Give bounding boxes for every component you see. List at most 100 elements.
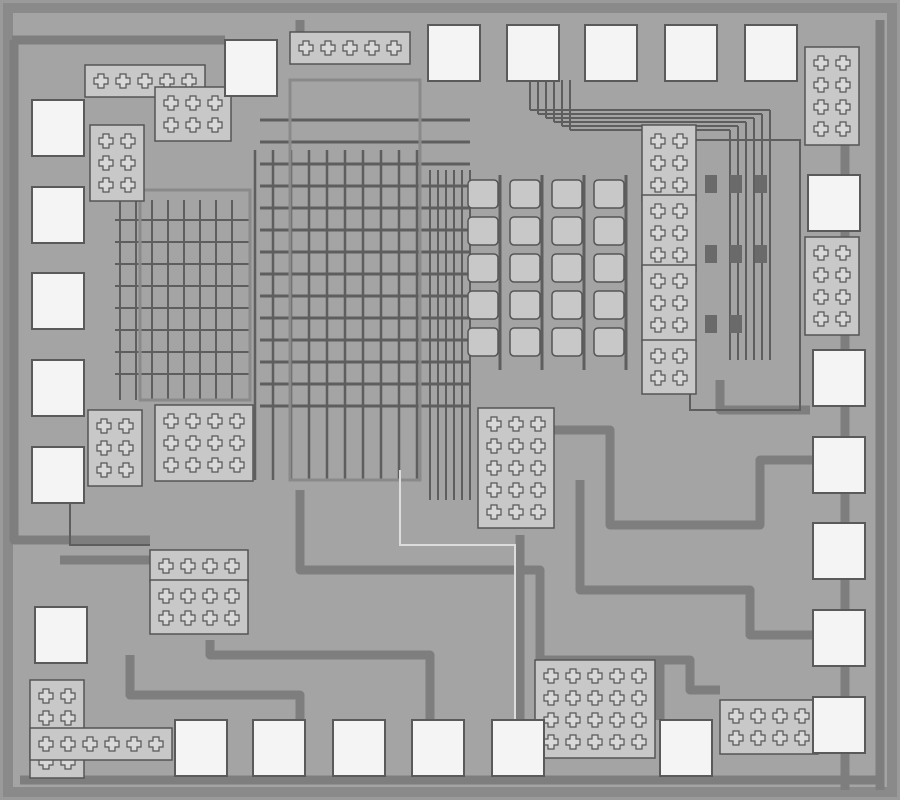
- cross-cell: [320, 40, 336, 56]
- cross-cell: [794, 730, 810, 746]
- cross-cell: [486, 504, 502, 520]
- cross-cell: [813, 245, 829, 261]
- cross-cell: [672, 203, 688, 219]
- transistor-cell: [509, 290, 541, 320]
- cross-cell: [202, 588, 218, 604]
- cross-cell: [180, 588, 196, 604]
- cell-block: [154, 86, 232, 142]
- transistor-cell: [467, 253, 499, 283]
- cross-cell: [813, 99, 829, 115]
- cross-cell: [486, 416, 502, 432]
- transistor-cell: [593, 253, 625, 283]
- cross-cell: [224, 558, 240, 574]
- bond-pad: [34, 606, 88, 664]
- cross-cell: [609, 690, 625, 706]
- device: [705, 315, 717, 333]
- cross-cell: [728, 708, 744, 724]
- cross-cell: [835, 99, 851, 115]
- device: [705, 175, 717, 193]
- cross-cell: [587, 712, 603, 728]
- cross-cell: [229, 457, 245, 473]
- cell-block: [641, 339, 697, 395]
- transistor-cell: [593, 327, 625, 357]
- cross-cell: [672, 177, 688, 193]
- bond-pad: [31, 186, 85, 244]
- cross-cell: [650, 348, 666, 364]
- cross-cell: [543, 712, 559, 728]
- cross-cell: [609, 668, 625, 684]
- cross-cell: [650, 203, 666, 219]
- cross-cell: [750, 730, 766, 746]
- cell-blocks: [29, 31, 860, 779]
- cross-cell: [118, 418, 134, 434]
- cross-cell: [96, 462, 112, 478]
- cross-cell: [120, 133, 136, 149]
- cross-cell: [813, 121, 829, 137]
- cross-cell: [672, 225, 688, 241]
- transistor-cell: [551, 253, 583, 283]
- transistor-cell: [509, 327, 541, 357]
- device: [730, 315, 742, 333]
- bond-pad: [807, 174, 861, 232]
- transistor-cell: [551, 179, 583, 209]
- cross-cell: [543, 690, 559, 706]
- cross-cell: [672, 370, 688, 386]
- cross-cell: [650, 133, 666, 149]
- cross-cell: [98, 133, 114, 149]
- cross-cell: [163, 117, 179, 133]
- cross-cell: [650, 317, 666, 333]
- cross-cell: [224, 610, 240, 626]
- cross-cell: [772, 730, 788, 746]
- cross-cell: [672, 295, 688, 311]
- cross-cell: [202, 558, 218, 574]
- cross-cell: [835, 245, 851, 261]
- core-block-outline: [288, 78, 422, 482]
- cross-cell: [609, 712, 625, 728]
- cell-block: [641, 194, 697, 272]
- wide-metal-trace: [575, 480, 813, 640]
- cross-cell: [672, 247, 688, 263]
- cross-cell: [342, 40, 358, 56]
- bond-pad: [224, 39, 278, 97]
- bond-pad: [31, 99, 85, 157]
- wide-metal-trace: [540, 425, 813, 530]
- cross-cell: [543, 668, 559, 684]
- cross-cell: [835, 121, 851, 137]
- transistor-cell: [593, 179, 625, 209]
- cross-cell: [750, 708, 766, 724]
- cross-cell: [185, 413, 201, 429]
- cross-cell: [60, 710, 76, 726]
- cross-cell: [120, 177, 136, 193]
- cell-block: [641, 264, 697, 342]
- bond-pad: [584, 24, 638, 82]
- cross-cell: [148, 736, 164, 752]
- cell-block: [719, 699, 819, 755]
- cross-cell: [530, 416, 546, 432]
- cell-block: [89, 124, 145, 202]
- wide-metal-trace: [125, 655, 305, 720]
- cross-cell: [207, 413, 223, 429]
- cross-cell: [118, 462, 134, 478]
- device: [755, 245, 767, 263]
- bond-pad: [812, 609, 866, 667]
- cross-cell: [180, 610, 196, 626]
- cross-cell: [609, 734, 625, 750]
- cross-cell: [224, 588, 240, 604]
- bond-pad: [491, 719, 545, 777]
- bond-pad: [332, 719, 386, 777]
- device: [755, 175, 767, 193]
- cell-block: [641, 124, 697, 202]
- cross-cell: [185, 95, 201, 111]
- cross-cell: [672, 317, 688, 333]
- cross-cell: [229, 435, 245, 451]
- cross-cell: [163, 95, 179, 111]
- cross-cell: [728, 730, 744, 746]
- bond-pad: [812, 522, 866, 580]
- bond-pad: [744, 24, 798, 82]
- cross-cell: [508, 482, 524, 498]
- transistor-cell: [551, 290, 583, 320]
- cross-cell: [565, 690, 581, 706]
- bond-pad: [506, 24, 560, 82]
